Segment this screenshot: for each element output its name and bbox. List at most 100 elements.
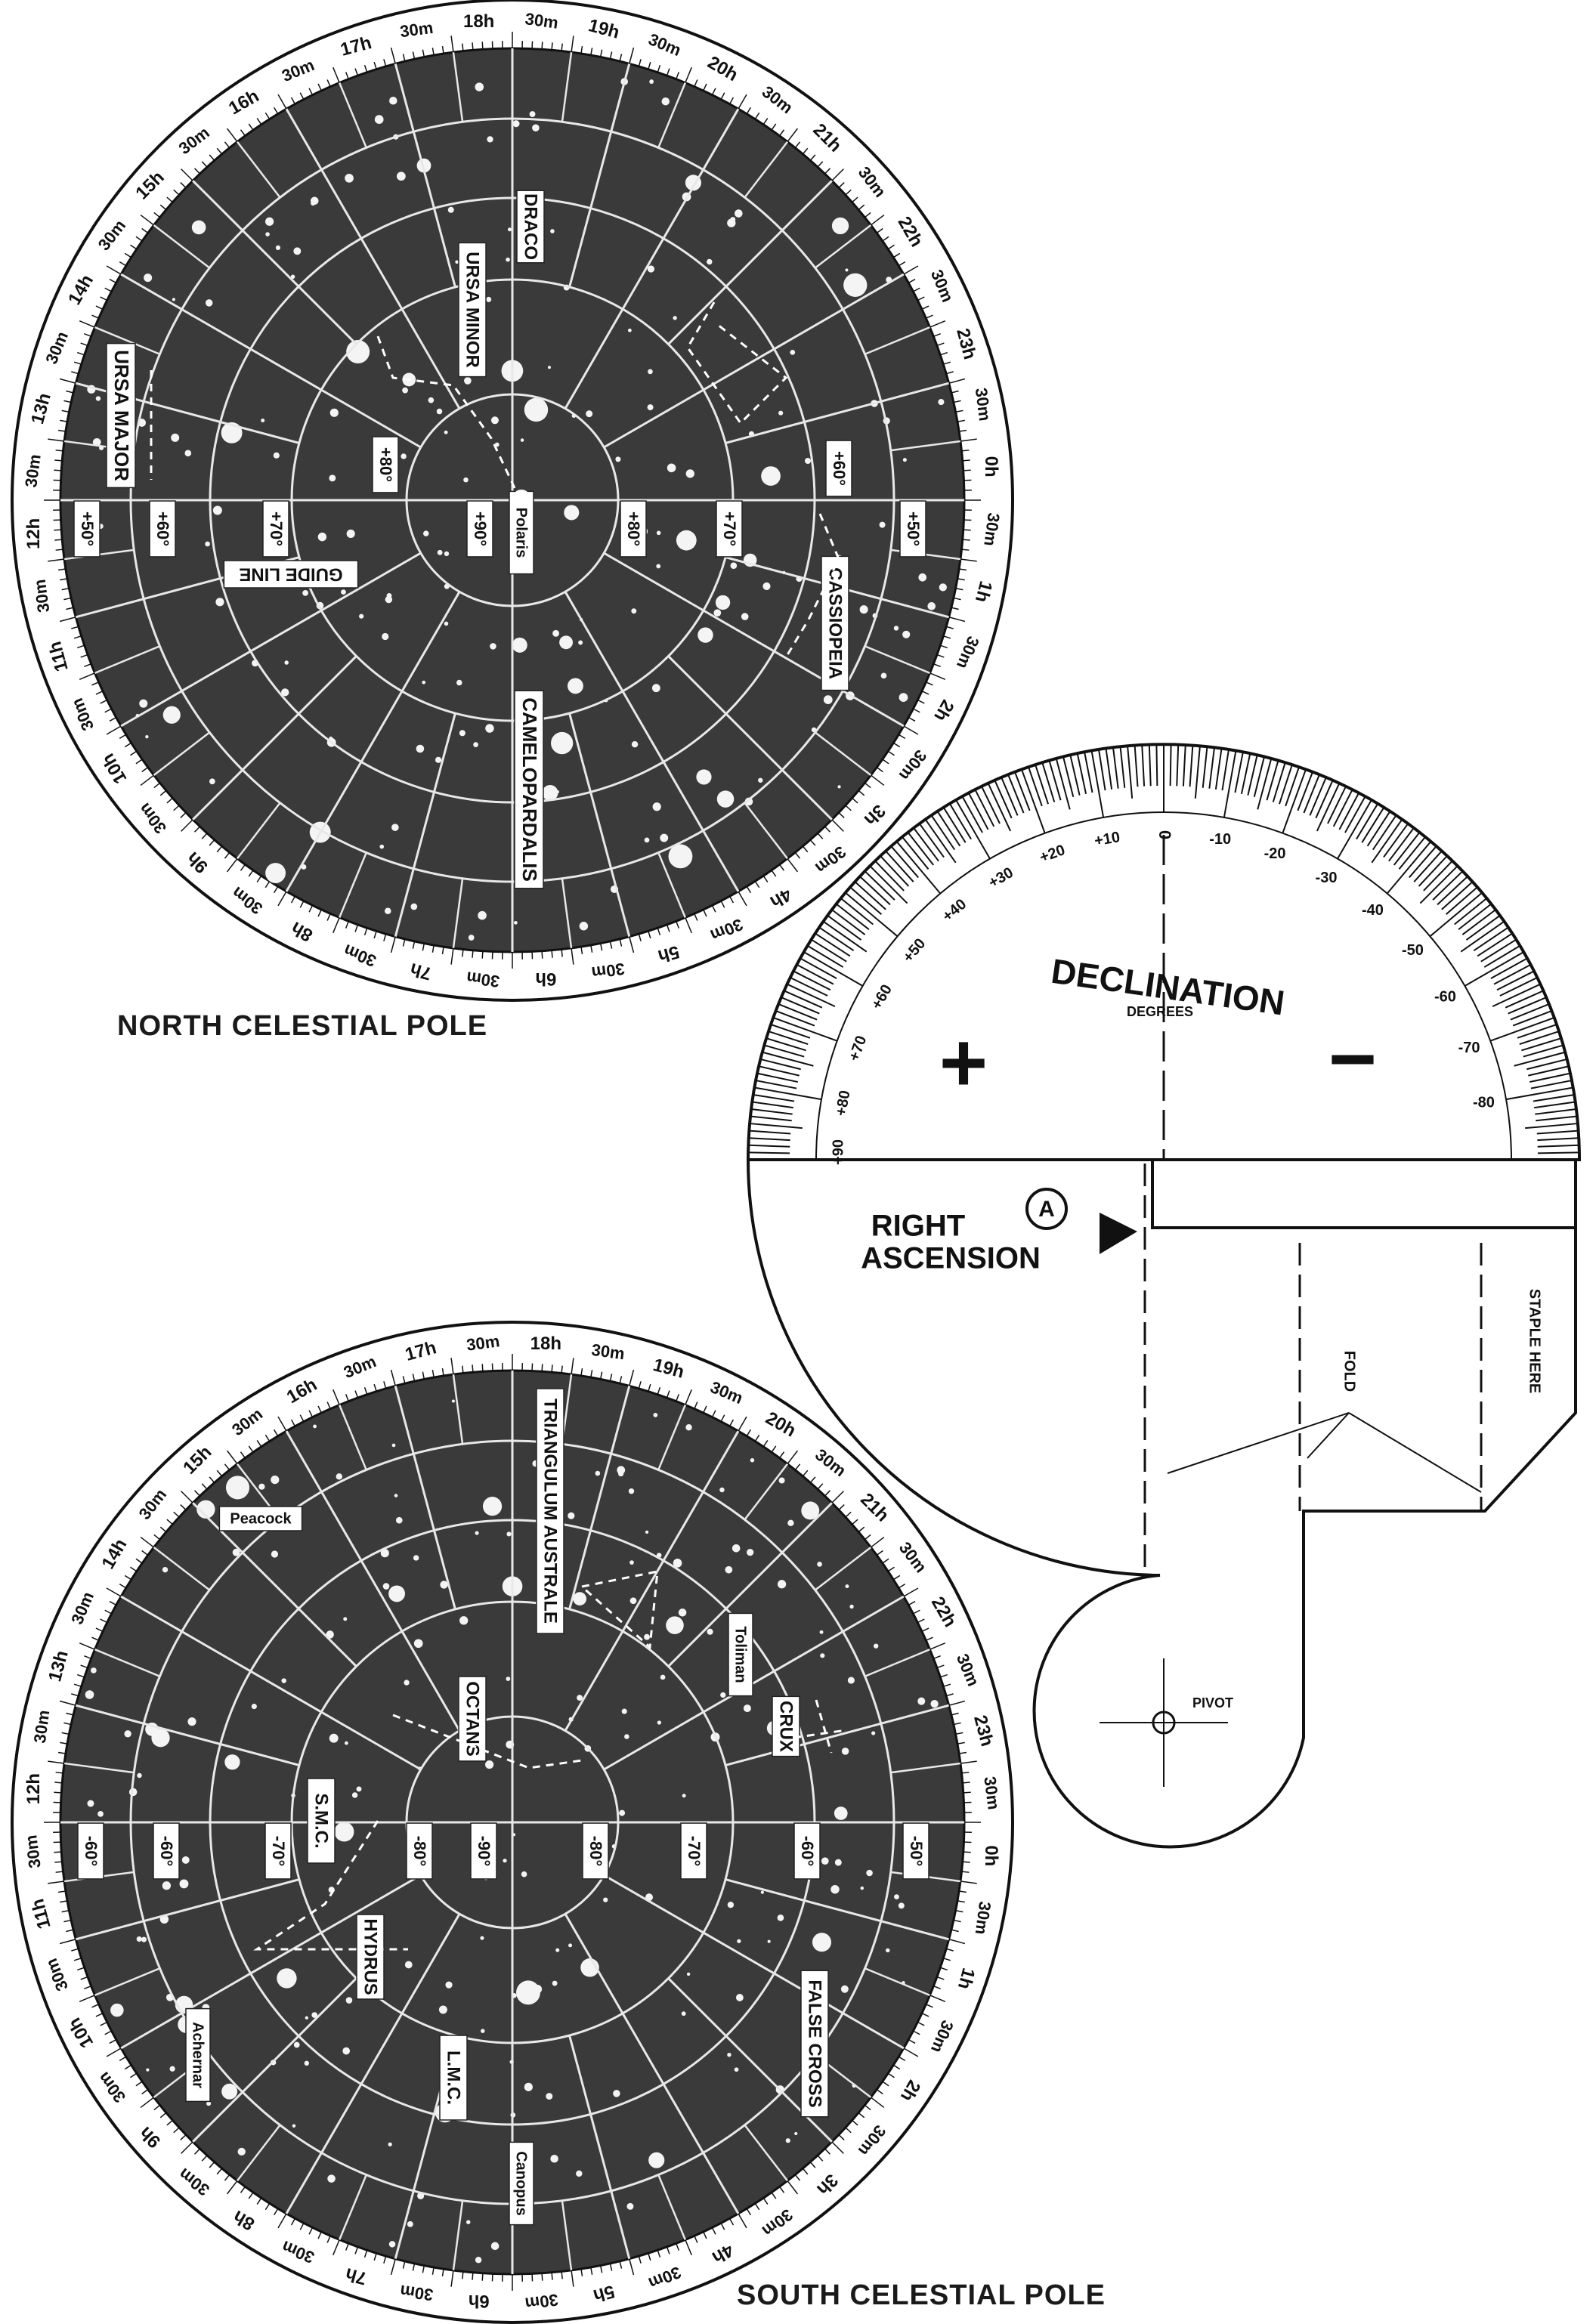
scale-tick — [1214, 748, 1223, 790]
ring-tick — [180, 2134, 187, 2140]
ring-tick — [95, 691, 104, 695]
star — [681, 2011, 686, 2017]
ring-tick — [802, 845, 809, 853]
hour-line — [564, 591, 740, 892]
ring-tick — [59, 1700, 76, 1706]
star — [351, 1792, 358, 1798]
hour-line — [75, 1704, 300, 1766]
ring-tick — [166, 797, 173, 804]
south-constellation-label-frame — [458, 1676, 487, 1762]
ring-tick — [852, 797, 858, 804]
south-chart-caption: SOUTH CELESTIAL POLE — [737, 2279, 1106, 2311]
scale-tick — [768, 1031, 809, 1045]
scale-tick — [1176, 744, 1180, 787]
lower-arc — [747, 1159, 1157, 1577]
star — [345, 1997, 353, 2004]
star — [661, 97, 670, 106]
ring-tick — [657, 1387, 661, 1395]
ring-tick — [308, 904, 314, 913]
ring-tick — [159, 2112, 167, 2118]
half-hour-line — [339, 82, 367, 148]
ring-tick — [450, 2270, 454, 2287]
ring-tick — [73, 361, 82, 365]
star — [215, 598, 224, 607]
ring-tick — [838, 182, 845, 189]
star — [402, 387, 408, 394]
ring-tick — [209, 839, 215, 846]
north-constellation-label-frame — [516, 190, 545, 264]
hour-label: 12h — [23, 518, 44, 549]
ring-tick — [141, 2088, 149, 2095]
scale-tick — [815, 932, 851, 957]
south-dec-label-box: -70° — [680, 1822, 707, 1880]
ring-tick — [402, 938, 406, 947]
south-constellation-label-box: TRIANGULUM AUSTRALE — [536, 1388, 564, 1634]
half-hour-line — [865, 1649, 930, 1677]
ring-tick — [345, 1394, 349, 1402]
ring-tick — [926, 314, 933, 319]
star — [619, 1809, 626, 1816]
ring-tick — [57, 429, 66, 432]
scale-label-minus: -70 — [1458, 1040, 1480, 1056]
ring-tick — [953, 400, 961, 403]
half-hour-line — [865, 1967, 930, 1996]
ra-label-line2: ASCENSION — [861, 1242, 1041, 1275]
north-constellation-label-frame — [821, 555, 849, 691]
ring-tick — [462, 2271, 464, 2279]
ring-tick — [694, 1402, 698, 1409]
north-dec-label: +70° — [267, 511, 286, 546]
scale-tick — [1512, 1009, 1552, 1027]
scale-tick — [1408, 845, 1437, 879]
ring-tick — [450, 1358, 454, 1375]
ring-tick — [728, 895, 735, 904]
scale-tick — [1537, 1151, 1579, 1154]
scale-tick — [1437, 876, 1468, 906]
ring-tick — [951, 607, 959, 610]
scale-tick — [1202, 746, 1208, 788]
star — [647, 404, 654, 411]
star — [787, 1519, 794, 1527]
scale-tick — [784, 990, 823, 1009]
star — [520, 438, 524, 442]
ring-tick — [666, 924, 670, 932]
north-dec-label-frame — [825, 440, 852, 497]
star — [124, 1730, 131, 1738]
ring-tick — [958, 1751, 967, 1754]
ring-tick — [59, 378, 76, 384]
star — [873, 1643, 879, 1649]
star — [281, 1678, 286, 1683]
ring-tick — [778, 129, 785, 137]
star — [481, 2029, 485, 2033]
ring-tick — [431, 944, 435, 953]
ring-tick — [794, 851, 801, 859]
star — [629, 1560, 634, 1565]
half-hour-label: 30m — [21, 1834, 45, 1869]
ring-tick — [771, 2192, 777, 2199]
ring-tick — [77, 644, 85, 649]
north-dec-label-frame — [262, 500, 289, 558]
star — [555, 1948, 560, 1952]
scale-tick — [1465, 914, 1501, 941]
star — [697, 627, 713, 643]
ring-tick — [240, 864, 246, 871]
ring-tick — [332, 917, 340, 934]
scale-tick — [1372, 814, 1397, 851]
ring-tick — [55, 549, 63, 551]
ring-tick — [209, 1476, 215, 1483]
ring-tick — [73, 1958, 82, 1961]
star — [435, 756, 442, 763]
ring-tick — [308, 2227, 314, 2235]
star — [97, 1811, 104, 1817]
north-constellation-label-frame — [514, 690, 544, 889]
half-hour-line — [814, 731, 872, 777]
ring-tick — [957, 578, 965, 581]
ring-tick — [373, 1383, 377, 1392]
scale-tick — [1097, 749, 1106, 791]
scale-tick — [1105, 748, 1113, 790]
ring-tick — [317, 2231, 322, 2239]
scale-tick — [754, 1086, 822, 1101]
half-hour-line — [657, 82, 686, 148]
star — [761, 466, 781, 486]
ring-tick — [943, 1683, 951, 1687]
star — [304, 2060, 309, 2066]
